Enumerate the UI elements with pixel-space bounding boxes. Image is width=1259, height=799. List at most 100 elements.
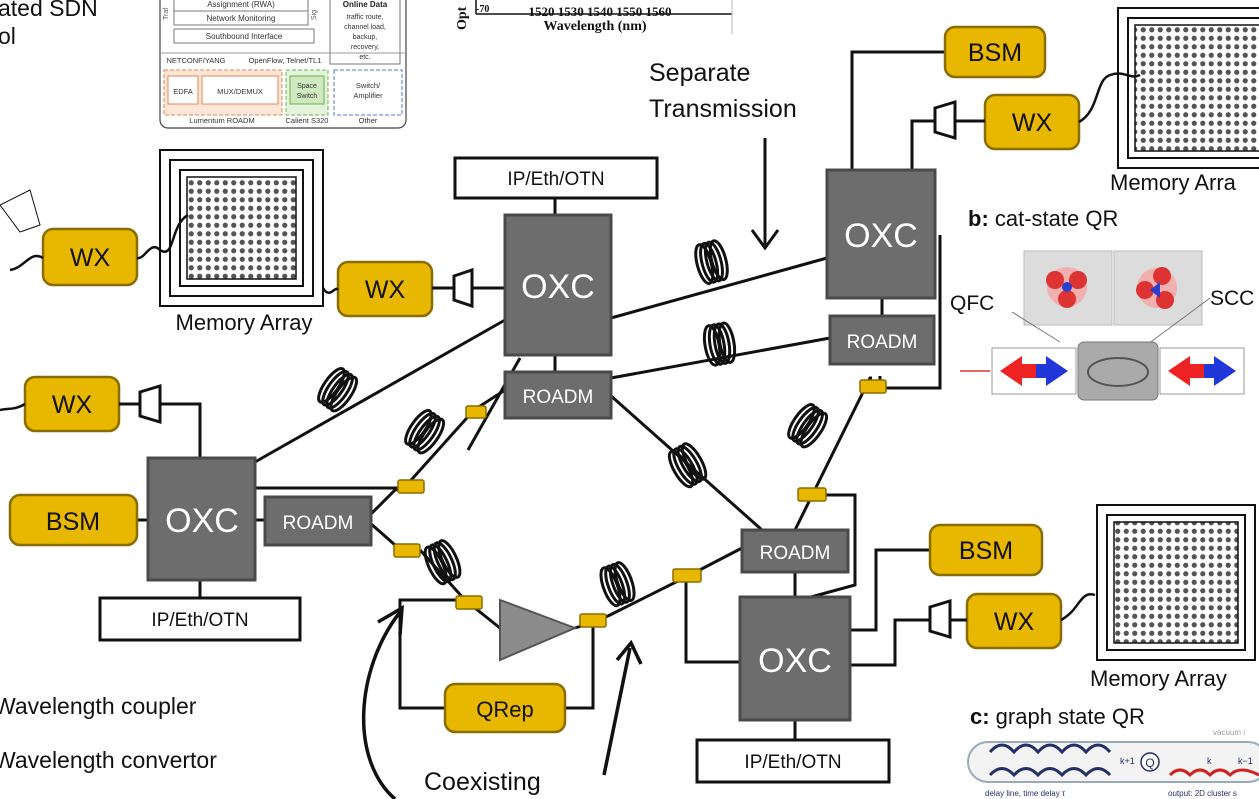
legend-coupler: Wavelength coupler — [0, 693, 197, 719]
spectrum-xlabel: Wavelength (nm) — [543, 19, 646, 34]
ip-box-top[interactable]: IP/Eth/OTN — [453, 156, 659, 200]
panel-c-bottom-right: output: 2D cluster s — [1168, 789, 1237, 798]
oxc-top-label: OXC — [521, 268, 595, 306]
sdn-edfa: EDFA — [173, 87, 193, 96]
panel-c-title: c: graph state QR — [970, 704, 1145, 729]
svg-text:recovery,: recovery, — [351, 44, 379, 51]
sdn-assignment: Assignment (RWA) — [207, 0, 275, 9]
wigner-left-icon — [1046, 267, 1087, 308]
svg-text:Switch: Switch — [297, 93, 318, 100]
fiber-connectors — [393, 379, 887, 628]
panel-c-q: Q — [1145, 756, 1154, 770]
sdn-lumentum: Lumentum ROADM — [189, 116, 254, 125]
bsm-box-top-right[interactable]: BSM — [943, 25, 1047, 79]
roadm-right-label: ROADM — [847, 332, 918, 353]
coupler-left — [138, 383, 162, 425]
sdn-netconf: NETCONF/YANG — [166, 56, 225, 65]
wx-box-right-top[interactable]: WX — [983, 93, 1081, 151]
sdn-calient: Calient S320 — [286, 116, 329, 125]
oxc-bottom-label: OXC — [758, 642, 832, 680]
spectrum-ticks: 1520 1530 1540 1550 1560 — [529, 4, 672, 19]
roadm-right[interactable]: ROADM — [828, 314, 936, 366]
sdn-openflow: OpenFlow, Telnet/TL1 — [249, 56, 322, 65]
roadm-top[interactable]: ROADM — [503, 370, 613, 420]
panel-b-title: b: cat-state QR — [968, 206, 1118, 231]
wx-box-left[interactable]: WX — [23, 375, 121, 433]
ip-box-left[interactable]: IP/Eth/OTN — [98, 596, 302, 642]
oxc-left-label: OXC — [165, 502, 239, 540]
sdn-muxdemux: MUX/DEMUX — [217, 87, 263, 96]
legend-convertor: Wavelength convertor — [0, 747, 217, 773]
spectrum-neg: -70 — [476, 4, 489, 15]
oxc-right-label: OXC — [844, 217, 918, 255]
wx-left-top-label: WX — [70, 244, 111, 272]
sdn-southbound: Southbound Interface — [206, 32, 283, 41]
qrep-label: QRep — [476, 697, 533, 722]
spectrum-ylabel: Opt — [455, 6, 470, 30]
oxc-left[interactable]: OXC — [146, 456, 257, 582]
panel-c-k: k — [1207, 756, 1212, 766]
wx-left-label: WX — [52, 391, 93, 419]
svg-text:channel load,: channel load, — [344, 24, 386, 31]
fiber-links — [137, 50, 945, 740]
roadm-top-label: ROADM — [523, 387, 594, 408]
bsm-top-right-label: BSM — [968, 39, 1022, 67]
roadm-left[interactable]: ROADM — [263, 495, 373, 547]
sdn-other: Other — [359, 116, 378, 125]
wx-right-bottom-label: WX — [994, 608, 1035, 636]
svg-text:Space: Space — [297, 83, 317, 90]
label-transmission: Transmission — [649, 95, 797, 123]
svg-text:Amplifier: Amplifier — [353, 91, 383, 100]
panel-c-bottom-left: delay line, time delay τ — [985, 789, 1066, 798]
wigner-right-icon — [1136, 267, 1177, 309]
memory-left-label: Memory Array — [176, 310, 313, 335]
oxc-top[interactable]: OXC — [503, 213, 613, 357]
coupler-right-bottom — [928, 598, 952, 640]
label-coexisting: Coexisting — [424, 768, 541, 796]
spectrum-inset: Opt -70 1520 1530 1540 1550 1560 Wavelen… — [455, 0, 733, 34]
memory-array-right-bottom: Memory Array — [1090, 504, 1256, 691]
amplifier-triangle — [499, 598, 578, 662]
wx-box-right-bottom[interactable]: WX — [965, 592, 1063, 650]
roadm-left-label: ROADM — [283, 513, 354, 534]
header-line-1: ated SDN — [0, 0, 98, 21]
sdn-architecture-inset: Assignment (RWA) Network Monitoring Traf… — [159, 0, 407, 129]
memory-right-top-label: Memory Arra — [1110, 170, 1237, 195]
oxc-bottom[interactable]: OXC — [738, 595, 852, 722]
panel-c-km1: k−1 — [1238, 756, 1253, 766]
wx-center-label: WX — [365, 276, 406, 304]
arrow-separate — [750, 138, 780, 251]
memory-array-left: Memory Array — [159, 149, 324, 335]
panel-b-qfc: QFC — [950, 292, 994, 315]
sdn-side-right: Sig — [311, 10, 318, 20]
svg-text:etc.: etc. — [359, 54, 370, 61]
panel-c-k1: k+1 — [1120, 756, 1135, 766]
roadm-bottom-label: ROADM — [760, 543, 831, 564]
bsm-left-label: BSM — [46, 508, 100, 536]
panel-c: c: graph state QR Q k+1 k k−1 vacuum i d… — [967, 704, 1259, 798]
bsm-box-left[interactable]: BSM — [8, 493, 139, 547]
ip-bottom-label: IP/Eth/OTN — [744, 752, 841, 773]
ip-top-label: IP/Eth/OTN — [507, 169, 604, 190]
panel-b-scc: SCC — [1210, 287, 1254, 310]
ip-box-bottom[interactable]: IP/Eth/OTN — [695, 738, 891, 784]
panel-b: b: cat-state QR QFC SCC — [950, 206, 1254, 401]
header-line-2: ol — [0, 23, 16, 49]
label-separate: Separate — [649, 59, 750, 87]
bsm-bottom-right-label: BSM — [959, 537, 1013, 565]
wx-box-center[interactable]: WX — [336, 260, 434, 318]
bsm-box-bottom-right[interactable]: BSM — [928, 523, 1044, 577]
oxc-right[interactable]: OXC — [825, 168, 937, 300]
wx-right-top-label: WX — [1012, 109, 1053, 137]
roadm-bottom[interactable]: ROADM — [740, 528, 850, 574]
svg-text:Switch/: Switch/ — [356, 81, 381, 90]
memory-right-bottom-label: Memory Array — [1090, 666, 1227, 691]
sdn-monitoring: Network Monitoring — [207, 14, 276, 23]
wx-box-left-top[interactable]: WX — [41, 227, 139, 287]
ip-left-label: IP/Eth/OTN — [151, 610, 248, 631]
qrep-box[interactable]: QRep — [443, 682, 567, 734]
wavelength-couplers — [138, 99, 957, 640]
svg-text:backup,: backup, — [353, 34, 378, 41]
coupler-top — [452, 267, 474, 309]
